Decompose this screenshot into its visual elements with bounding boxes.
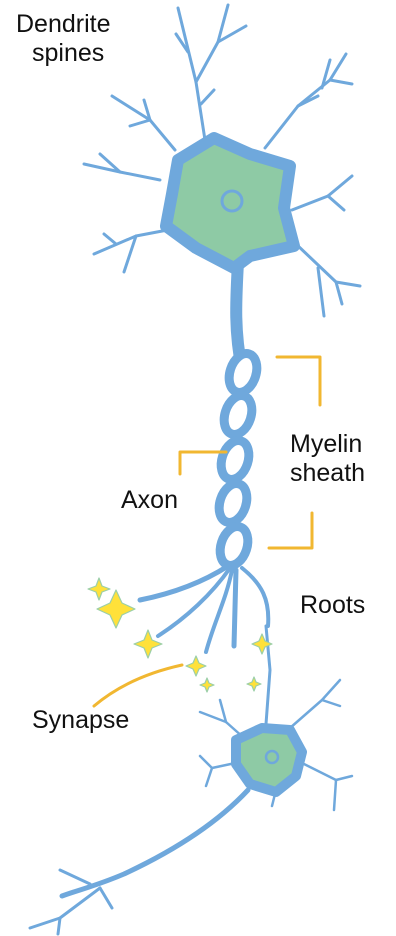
dendrite-label-line2: spines: [32, 39, 111, 68]
myelin-segment: [216, 437, 253, 483]
myelin-segment: [224, 350, 261, 396]
myelin-sheath-label: Myelin sheath: [290, 430, 365, 488]
upper-cell-body: [166, 138, 294, 268]
dendrite-spines-label: Dendrite spines: [16, 10, 111, 68]
synapse-sparkles: [88, 578, 272, 692]
myelin-segment: [219, 392, 256, 438]
myelin-callout-top: [277, 357, 320, 405]
lower-cell-body: [236, 728, 302, 792]
synapse-callout: [94, 665, 182, 706]
myelin-label-line1: Myelin: [290, 430, 365, 459]
myelin-sheath: [214, 350, 261, 569]
sparkle-icon: [97, 590, 135, 628]
synapse-label: Synapse: [32, 706, 129, 735]
axon-label: Axon: [121, 486, 178, 515]
myelin-callout-bottom: [269, 513, 312, 548]
lower-axon: [30, 790, 248, 934]
sparkle-icon: [186, 656, 206, 676]
myelin-label-line2: sheath: [290, 459, 365, 488]
sparkle-icon: [200, 678, 214, 692]
roots-label: Roots: [300, 591, 365, 620]
dendrite-label-line1: Dendrite: [16, 10, 111, 39]
sparkle-icon: [88, 578, 110, 600]
myelin-segment: [215, 523, 252, 569]
myelin-segment: [214, 480, 251, 526]
sparkle-icon: [247, 677, 261, 691]
